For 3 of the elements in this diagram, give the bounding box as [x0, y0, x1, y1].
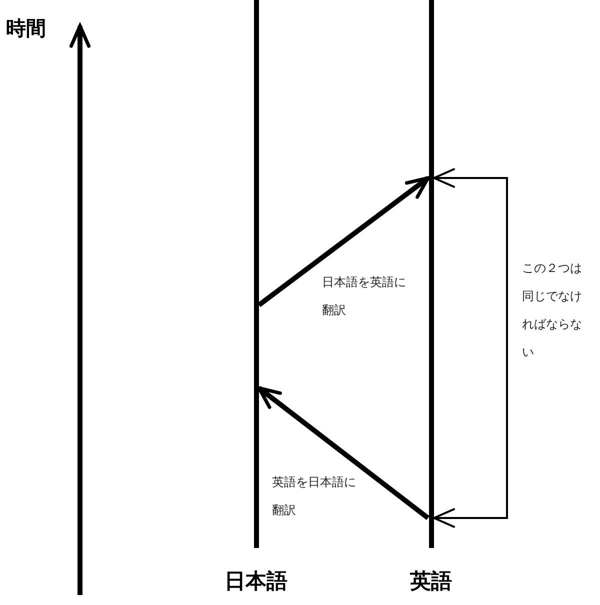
- axis-label: 時間: [6, 16, 46, 40]
- timeline-label: 日本語: [224, 568, 288, 595]
- timeline-label: 英語: [409, 568, 453, 595]
